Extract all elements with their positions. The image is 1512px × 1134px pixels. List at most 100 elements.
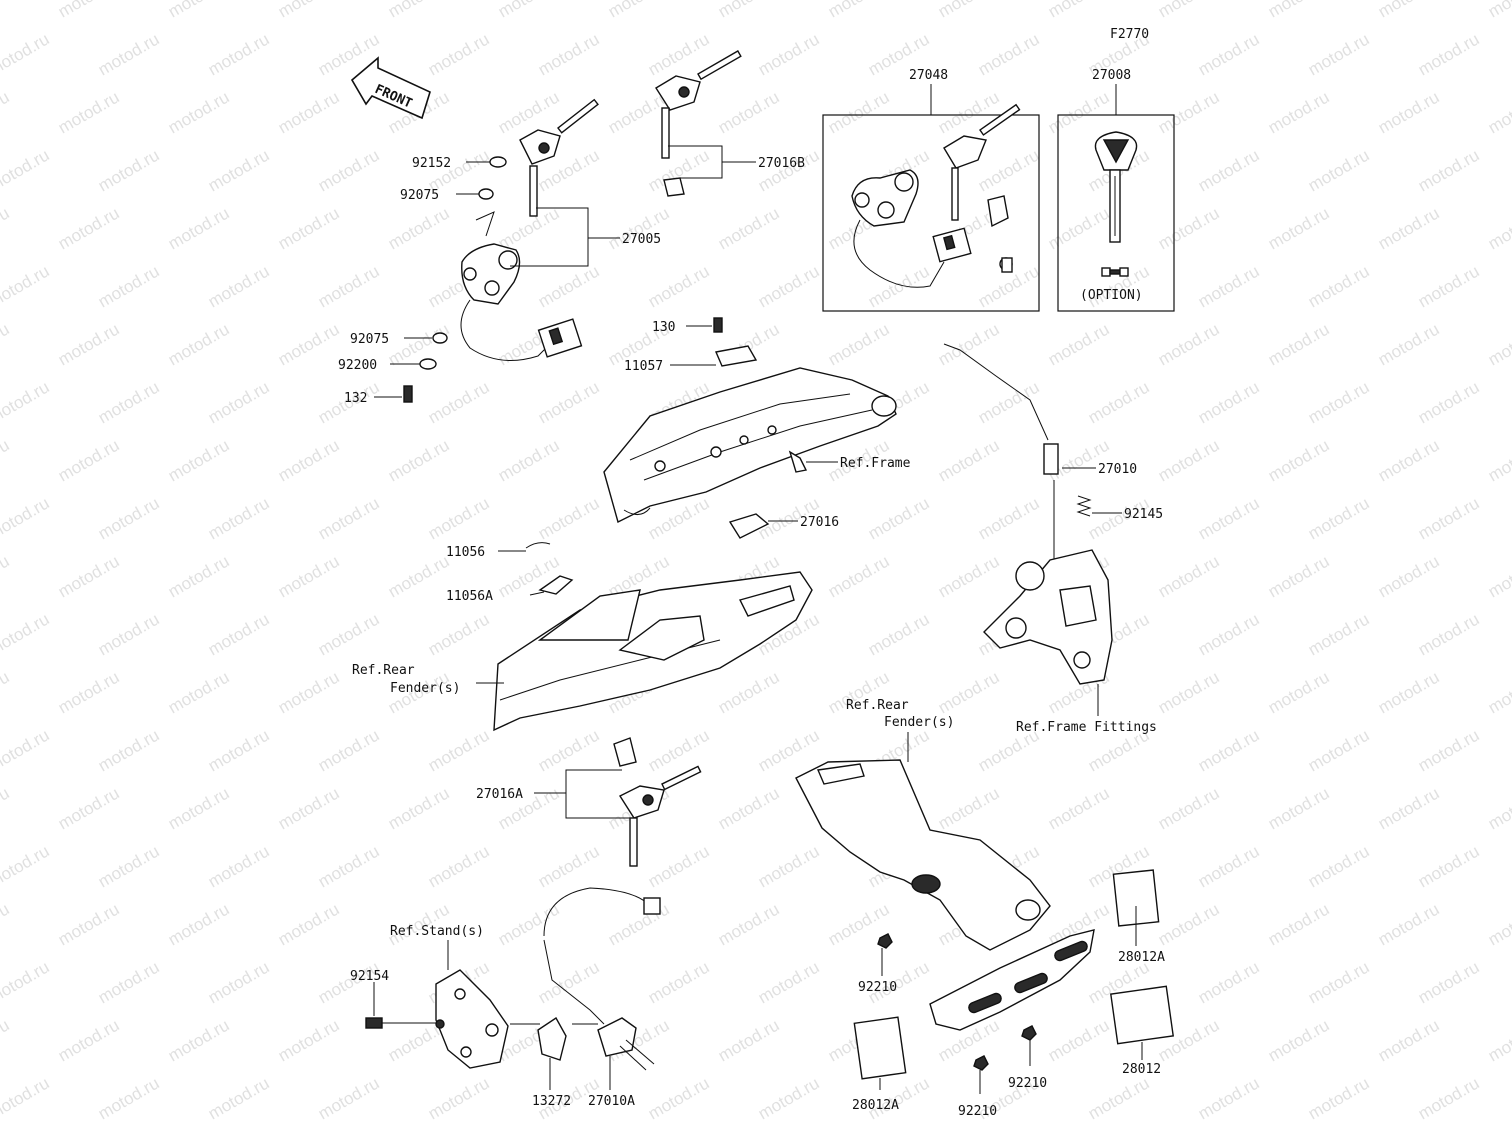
watermark-text: motod.ru [1305, 261, 1373, 311]
watermark-text: motod.ru [1485, 899, 1512, 949]
ref-frame-fittings-label: Ref.Frame Fittings [1016, 720, 1157, 735]
watermark-text: motod.ru [1265, 319, 1333, 369]
watermark-text: motod.ru [935, 667, 1003, 717]
watermark-text: motod.ru [0, 0, 13, 21]
watermark-text: motod.ru [495, 203, 563, 253]
watermark-text: motod.ru [1155, 667, 1223, 717]
washer-92200 [419, 358, 437, 370]
watermark-text: motod.ru [165, 899, 233, 949]
watermark-text: motod.ru [0, 667, 13, 717]
watermark-text: motod.ru [1265, 899, 1333, 949]
watermark-text: motod.ru [1155, 319, 1223, 369]
rear-fender-upper [493, 571, 813, 732]
bolt-130 [713, 317, 723, 333]
watermark-text: motod.ru [1375, 203, 1443, 253]
watermark-text: motod.ru [1045, 0, 1113, 21]
watermark-text: motod.ru [1155, 783, 1223, 833]
part-label-27008: 27008 [1092, 68, 1131, 83]
watermark-text: motod.ru [315, 725, 383, 775]
ref-rear-fender-label-1: Ref.Rear [352, 663, 415, 678]
watermark-text: motod.ru [0, 145, 53, 195]
watermark-text: motod.ru [1375, 0, 1443, 21]
washer-92075-top [478, 188, 494, 200]
watermark-text: motod.ru [275, 667, 343, 717]
watermark-text: motod.ru [935, 551, 1003, 601]
part-label-28012: 28012 [1122, 1062, 1161, 1077]
watermark-text: motod.ru [605, 0, 673, 21]
part-label-27016B: 27016B [758, 156, 805, 171]
part-label-132: 132 [344, 391, 367, 406]
watermark-text: motod.ru [1375, 899, 1443, 949]
watermark-text: motod.ru [935, 87, 1003, 137]
watermark-text: motod.ru [755, 725, 823, 775]
reflector-28012A-bottom [853, 1016, 907, 1080]
watermark-text: motod.ru [1085, 261, 1153, 311]
watermark-text: motod.ru [1045, 203, 1113, 253]
part-label-27010A: 27010A [588, 1094, 635, 1109]
watermark-text: motod.ru [1265, 0, 1333, 21]
watermark-text: motod.ru [1485, 203, 1512, 253]
watermark-text: motod.ru [1195, 145, 1263, 195]
watermark-text: motod.ru [0, 1073, 53, 1123]
watermark-text: motod.ru [1085, 377, 1153, 427]
watermark-text: motod.ru [275, 203, 343, 253]
watermark-text: motod.ru [755, 29, 823, 79]
watermark-text: motod.ru [1485, 87, 1512, 137]
nut-92210-right [1021, 1025, 1037, 1041]
watermark-text: motod.ru [495, 0, 563, 21]
watermark-text: motod.ru [605, 899, 673, 949]
watermark-text: motod.ru [55, 203, 123, 253]
watermark-text: motod.ru [1265, 783, 1333, 833]
watermark-text: motod.ru [715, 667, 783, 717]
watermark-text: motod.ru [935, 435, 1003, 485]
watermark-text: motod.ru [535, 841, 603, 891]
watermark-text: motod.ru [975, 493, 1043, 543]
part-label-92145: 92145 [1124, 507, 1163, 522]
watermark-text: motod.ru [1415, 377, 1483, 427]
watermark-text: motod.ru [1375, 319, 1443, 369]
watermark-text: motod.ru [165, 667, 233, 717]
watermark-text: motod.ru [385, 435, 453, 485]
watermark-text: motod.ru [0, 29, 53, 79]
bolt-132 [403, 385, 413, 403]
watermark-text: motod.ru [1195, 377, 1263, 427]
watermark-text: motod.ru [1415, 957, 1483, 1007]
part-label-28012A-bottom: 28012A [852, 1098, 899, 1113]
watermark-text: motod.ru [1195, 261, 1263, 311]
watermark-text: motod.ru [865, 609, 933, 659]
watermark-text: motod.ru [385, 319, 453, 369]
diagram-code: F2770 [1110, 27, 1149, 42]
part-label-92075-top: 92075 [400, 188, 439, 203]
watermark-text: motod.ru [205, 377, 273, 427]
watermark-text: motod.ru [715, 203, 783, 253]
watermark-text: motod.ru [165, 435, 233, 485]
watermark-text: motod.ru [1305, 377, 1373, 427]
watermark-text: motod.ru [645, 841, 713, 891]
sidestand-switch-27010A [543, 887, 661, 1071]
part-label-11057: 11057 [624, 359, 663, 374]
watermark-text: motod.ru [315, 493, 383, 543]
watermark-text: motod.ru [55, 435, 123, 485]
rear-fender-lower [795, 759, 1051, 951]
watermark-text: motod.ru [315, 841, 383, 891]
watermark-text: motod.ru [0, 899, 13, 949]
watermark-text: motod.ru [0, 841, 53, 891]
watermark-text: motod.ru [645, 957, 713, 1007]
part-label-28012A-top: 28012A [1118, 950, 1165, 965]
watermark-text: motod.ru [755, 1073, 823, 1123]
watermark-text: motod.ru [55, 783, 123, 833]
watermark-text: motod.ru [205, 261, 273, 311]
watermark-text: motod.ru [1415, 609, 1483, 659]
watermark-text: motod.ru [535, 261, 603, 311]
watermark-text: motod.ru [825, 0, 893, 21]
bracket-27016 [728, 513, 770, 539]
watermark-text: motod.ru [0, 203, 13, 253]
watermark-text: motod.ru [1195, 1073, 1263, 1123]
watermark-text: motod.ru [275, 435, 343, 485]
watermark-text: motod.ru [425, 493, 493, 543]
watermark-text: motod.ru [1265, 203, 1333, 253]
clip-11056 [525, 542, 551, 549]
bracket-13272 [537, 1016, 567, 1061]
watermark-text: motod.ru [1045, 1015, 1113, 1065]
watermark-text: motod.ru [1375, 667, 1443, 717]
